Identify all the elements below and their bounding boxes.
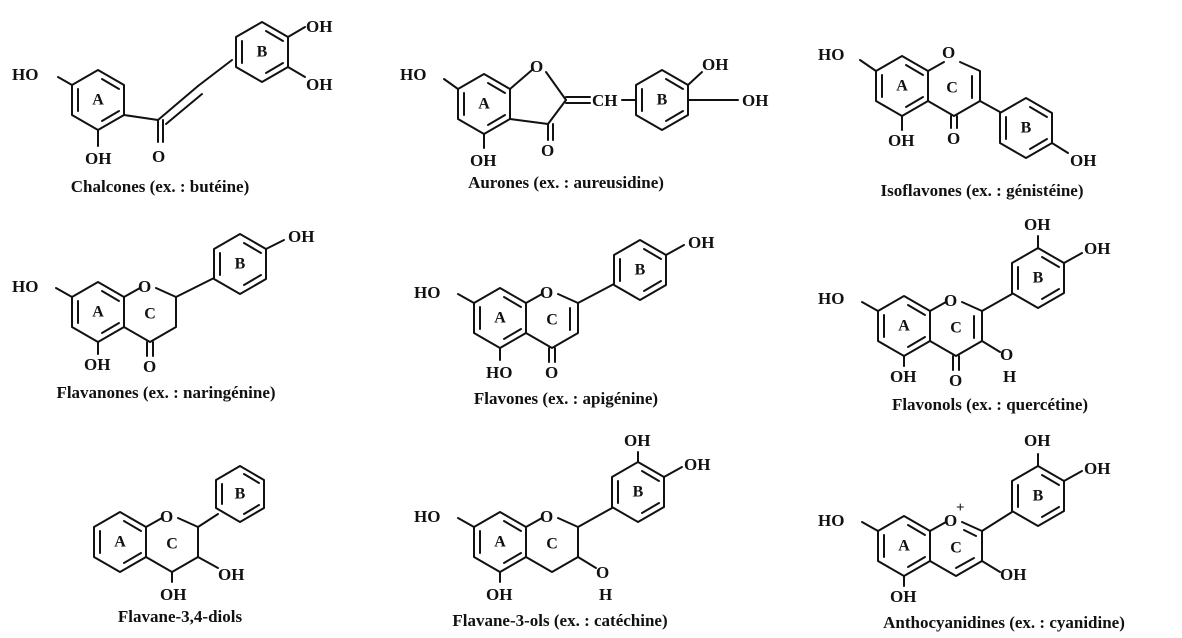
ring-oxygen-label: O	[944, 291, 957, 310]
ring-b-label: B	[235, 486, 246, 503]
hydroxyl-label: OH	[1024, 215, 1050, 234]
positive-charge-label: +	[956, 500, 965, 516]
hydroxyl-label: OH	[684, 455, 710, 474]
hydroxyl-label: OH	[85, 149, 111, 168]
hydroxyl-label: HO	[486, 363, 512, 382]
ring-a-label: A	[494, 534, 506, 551]
hydroxyl-label: OH	[1084, 239, 1110, 258]
ring-c-label: C	[950, 320, 962, 337]
anthocyanidin-structure: A HO OH O + C OH B OH OH Anthocyanidines…	[818, 431, 1125, 632]
compound-caption: Flavane-3-ols (ex. : catéchine)	[452, 611, 667, 630]
methine-label: CH	[592, 91, 618, 110]
hydroxyl-label: OH	[890, 367, 916, 386]
ring-oxygen-label: O	[540, 283, 553, 302]
hydroxyl-label: OH	[688, 233, 714, 252]
hydroxyl-label: OH	[702, 55, 728, 74]
hydroxyl-label: OH	[624, 431, 650, 450]
hydroxyl-hydrogen-label: H	[1003, 367, 1016, 386]
hydroxyl-label: HO	[818, 511, 844, 530]
hydroxyl-label: HO	[414, 507, 440, 526]
hydroxyl-label: OH	[160, 585, 186, 604]
hydroxyl-label: HO	[818, 289, 844, 308]
hydroxyl-label: HO	[818, 45, 844, 64]
carbonyl-oxygen-label: O	[947, 129, 960, 148]
ring-a-label: A	[92, 304, 104, 321]
flavonol-structure: A HO OH O C O O H B OH OH Flavonols (ex.…	[818, 215, 1110, 414]
carbonyl-oxygen-label: O	[541, 141, 554, 160]
isoflavone-structure: A HO OH O C O B OH Isoflavones (ex. : gé…	[818, 43, 1096, 200]
ring-c-label: C	[950, 540, 962, 557]
flavane-3-ol-structure: A HO OH O C O H B OH OH Flavane-3-ols (e…	[414, 431, 710, 630]
ring-b-label: B	[235, 256, 246, 273]
ring-c-label: C	[546, 312, 558, 329]
ring-a-label: A	[898, 318, 910, 335]
ring-c-label: C	[144, 306, 156, 323]
oxonium-oxygen-label: O	[944, 511, 957, 530]
ring-c-label: C	[946, 80, 958, 97]
hydroxyl-label: OH	[470, 151, 496, 170]
hydroxyl-label: OH	[486, 585, 512, 604]
ring-c-label: C	[546, 536, 558, 553]
hydroxyl-label: OH	[742, 91, 768, 110]
hydroxyl-label: HO	[12, 65, 38, 84]
hydroxyl-label: OH	[1024, 431, 1050, 450]
ring-c-label: C	[166, 536, 178, 553]
ring-oxygen-label: O	[942, 43, 955, 62]
ring-a-label: A	[494, 310, 506, 327]
ring-oxygen-label: O	[160, 507, 173, 526]
hydroxyl-label: OH	[218, 565, 244, 584]
carbonyl-oxygen-label: O	[152, 147, 165, 166]
carbonyl-oxygen-label: O	[143, 357, 156, 376]
compound-caption: Aurones (ex. : aureusidine)	[468, 173, 664, 192]
ring-a-label: A	[92, 92, 104, 109]
ring-oxygen-label: O	[540, 507, 553, 526]
ring-a-label: A	[478, 96, 490, 113]
hydroxyl-label: OH	[888, 131, 914, 150]
aurone-structure: A HO OH O O CH B OH OH Aurones (ex. : au…	[400, 55, 768, 192]
hydroxyl-label: HO	[414, 283, 440, 302]
hydroxyl-label: HO	[400, 65, 426, 84]
hydroxyl-hydrogen-label: H	[599, 585, 612, 604]
hydroxyl-label: OH	[84, 355, 110, 374]
ring-a-label: A	[114, 534, 126, 551]
carbonyl-oxygen-label: O	[545, 363, 558, 382]
ring-b-label: B	[635, 262, 646, 279]
ring-a-label: A	[898, 538, 910, 555]
ring-b-label: B	[1033, 270, 1044, 287]
hydroxyl-label: OH	[306, 75, 332, 94]
ring-b-label: B	[257, 44, 268, 61]
hydroxyl-oxygen-label: O	[1000, 345, 1013, 364]
hydroxyl-oxygen-label: O	[596, 563, 609, 582]
ring-b-label: B	[1021, 120, 1032, 137]
flavane-3-4-diol-structure: A O C OH OH B Flavane-3,4-diols	[93, 465, 265, 626]
hydroxyl-label: OH	[1070, 151, 1096, 170]
ring-a-label: A	[896, 78, 908, 95]
hydroxyl-label: OH	[1000, 565, 1026, 584]
compound-caption: Anthocyanidines (ex. : cyanidine)	[883, 613, 1125, 632]
hydroxyl-label: OH	[890, 587, 916, 606]
hydroxyl-label: OH	[288, 227, 314, 246]
compound-caption: Flavane-3,4-diols	[118, 607, 243, 626]
compound-caption: Flavanones (ex. : naringénine)	[56, 383, 275, 402]
hydroxyl-label: HO	[12, 277, 38, 296]
carbonyl-oxygen-label: O	[949, 371, 962, 390]
ring-b-label: B	[633, 484, 644, 501]
hydroxyl-label: OH	[1084, 459, 1110, 478]
compound-caption: Chalcones (ex. : butéine)	[71, 177, 249, 196]
ring-oxygen-label: O	[138, 277, 151, 296]
compound-caption: Flavonols (ex. : quercétine)	[892, 395, 1088, 414]
compound-caption: Isoflavones (ex. : génistéine)	[880, 181, 1083, 200]
ring-b-label: B	[1033, 488, 1044, 505]
flavanone-structure: A HO OH O C O B OH Flavanones (ex. : nar…	[12, 227, 314, 402]
ring-b-label: B	[657, 92, 668, 109]
flavone-structure: A HO HO O C O B OH Flavones (ex. : apigé…	[414, 233, 714, 408]
compound-caption: Flavones (ex. : apigénine)	[474, 389, 658, 408]
chalcone-structure: A HO OH O B OH OH Chalcones (ex. : butéi…	[12, 17, 332, 196]
ring-oxygen-label: O	[530, 57, 543, 76]
hydroxyl-label: OH	[306, 17, 332, 36]
